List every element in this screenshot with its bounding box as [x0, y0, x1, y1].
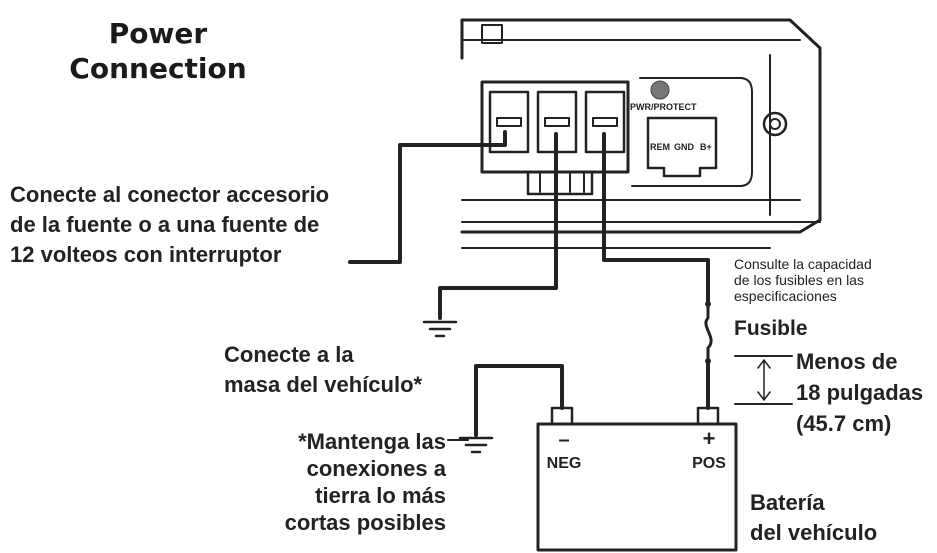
pwr-protect-label: PWR/PROTECT — [630, 102, 697, 112]
title-line-2: Connection — [69, 52, 247, 85]
ground-symbol-amp-icon — [422, 320, 458, 338]
chassis-ground-label: Conecte a la masa del vehículo* — [224, 342, 423, 397]
bplus-label: B+ — [700, 142, 712, 152]
fuse-capacity-note: Consulte la capacidad de los fusibles en… — [734, 256, 872, 305]
fuse-label: Fusible — [734, 317, 808, 340]
neg-terminal-label: NEG — [546, 455, 582, 472]
battery-label: Batería del vehículo — [750, 490, 878, 545]
battery-negative-wire — [474, 364, 564, 437]
pos-terminal-label: POS — [692, 455, 726, 472]
terminal-rem-slot — [488, 90, 530, 154]
neg-terminal-symbol: – — [558, 429, 570, 451]
title-line-1: Power — [108, 17, 208, 50]
power-led-icon — [650, 80, 670, 100]
page-title: Power Connection — [58, 16, 258, 86]
remote-wire — [348, 130, 507, 264]
ground-symbol-battery-icon — [458, 436, 494, 454]
distance-arrow-icon — [757, 359, 771, 401]
keep-short-note: *Mantenga las conexiones a tierra lo más… — [284, 429, 446, 535]
rem-label: REM — [650, 142, 670, 152]
distance-label: Menos de 18 pulgadas (45.7 cm) — [796, 349, 924, 436]
ground-wire-amp — [438, 132, 558, 320]
amplifier-body — [460, 18, 822, 234]
amplifier-top-tab — [481, 24, 503, 44]
battery-pos-post — [696, 406, 720, 426]
battery-neg-post — [550, 406, 574, 426]
battery-body — [536, 422, 738, 552]
pos-terminal-symbol: + — [702, 426, 716, 451]
fuse-icon — [704, 303, 713, 362]
positive-wire — [602, 132, 710, 307]
accessory-connection-label: Conecte al conector accesorio de la fuen… — [10, 182, 330, 267]
amplifier-panel — [631, 77, 753, 187]
remote-connector-block — [646, 116, 718, 178]
mounting-screw-icon — [762, 111, 788, 137]
gnd-label: GND — [674, 142, 694, 152]
